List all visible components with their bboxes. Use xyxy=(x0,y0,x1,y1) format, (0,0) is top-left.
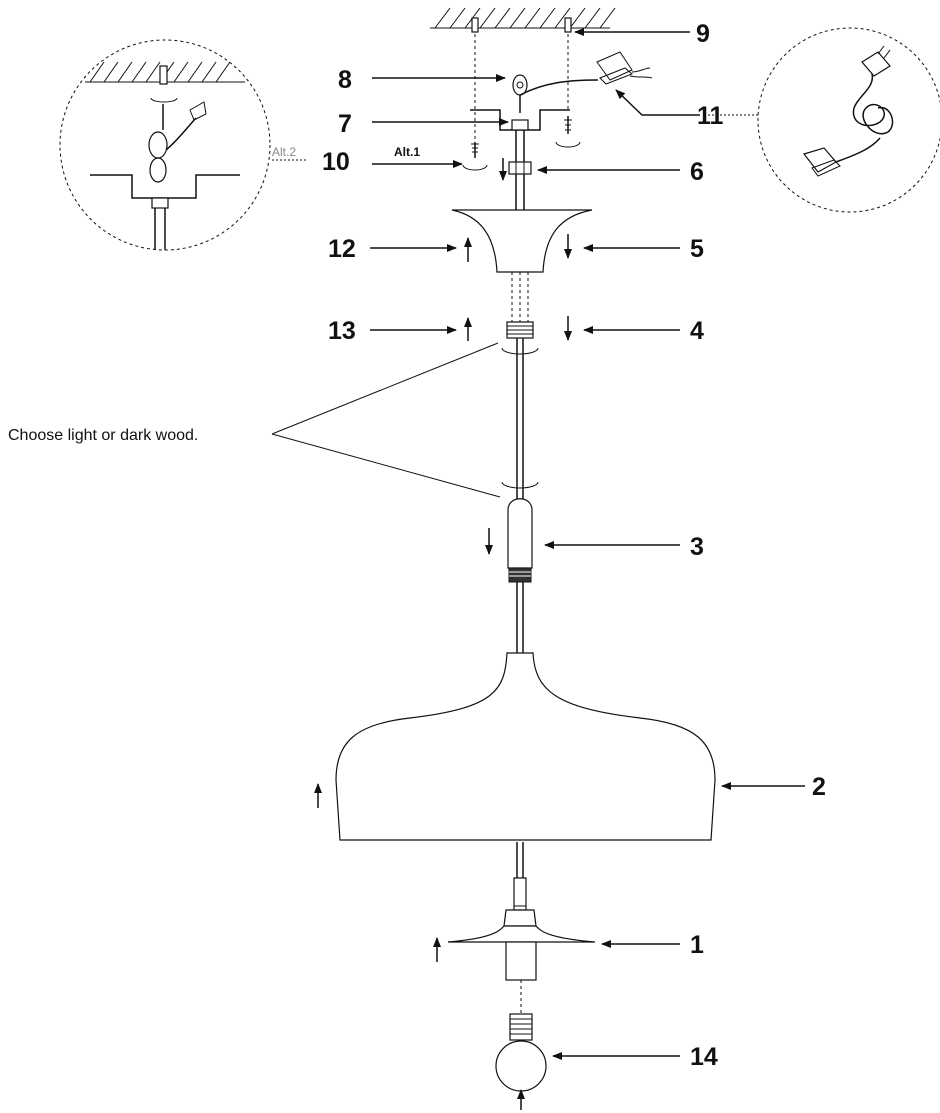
wall-plug-right xyxy=(564,17,572,112)
leader-lines xyxy=(271,28,805,1060)
wall-plug-left xyxy=(471,17,479,140)
pendant-cord xyxy=(501,338,539,655)
wooden-sleeve xyxy=(507,498,533,583)
lamp-socket xyxy=(447,842,596,1014)
mounting-bracket xyxy=(470,109,570,131)
label-3: 3 xyxy=(690,533,704,561)
label-7: 7 xyxy=(338,110,352,138)
light-bulb xyxy=(495,1013,547,1092)
direction-arrows xyxy=(314,158,572,1110)
label-1: 1 xyxy=(690,931,704,959)
lamp-shade xyxy=(335,652,716,841)
label-11: 11 xyxy=(697,102,724,130)
wood-choice-note: Choose light or dark wood. xyxy=(8,427,198,444)
detail-plug-cable xyxy=(757,27,940,213)
label-6: 6 xyxy=(690,158,704,186)
label-4: 4 xyxy=(690,317,704,345)
detail-alt2-hook-mount xyxy=(59,39,271,251)
alt2-label: Alt.2 xyxy=(272,145,296,159)
label-14: 14 xyxy=(690,1043,718,1071)
alt1-label: Alt.1 xyxy=(394,145,420,159)
label-5: 5 xyxy=(690,235,704,263)
ceiling-hook xyxy=(512,74,528,113)
label-2: 2 xyxy=(812,773,826,801)
locking-nut xyxy=(508,161,532,175)
label-12: 12 xyxy=(328,235,356,263)
screw-right xyxy=(555,116,581,148)
label-9: 9 xyxy=(696,20,710,48)
label-8: 8 xyxy=(338,66,352,94)
power-cable-top xyxy=(519,51,653,96)
screw-left xyxy=(462,142,488,171)
ceiling xyxy=(430,7,616,29)
cable-grip xyxy=(501,321,539,355)
ceiling-canopy xyxy=(451,209,593,322)
label-10: 10 xyxy=(322,148,350,176)
label-13: 13 xyxy=(328,317,356,345)
